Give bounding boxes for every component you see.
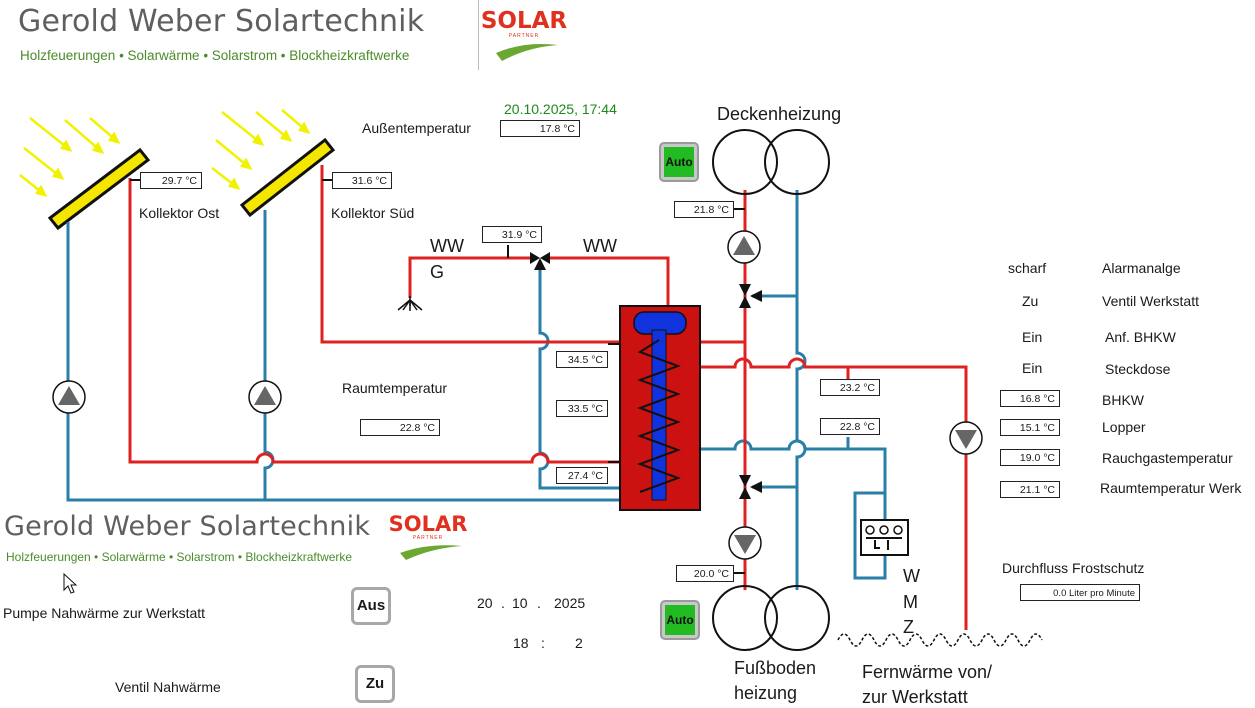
footer-logo-subtext: PARTNER xyxy=(412,535,444,541)
ww-mixing-valve xyxy=(530,252,550,270)
pump-floor-icon xyxy=(728,526,762,560)
valve-nahwaerme-button[interactable]: Zu xyxy=(355,665,395,703)
tank-mid-value: 33.5 °C xyxy=(556,400,608,417)
district-return-value: 22.8 °C xyxy=(820,418,880,435)
storage-tank xyxy=(619,305,701,511)
temp-lopper-label: Lopper xyxy=(1102,419,1146,435)
ceiling-heating-value: 21.8 °C xyxy=(674,201,734,218)
collector-south-label: Kollektor Süd xyxy=(331,205,415,221)
collector-east-value: 29.7 °C xyxy=(140,172,202,189)
temp-flue-label: Rauchgastemperatur xyxy=(1102,450,1233,466)
flow-value: 0.0 Liter pro Minute xyxy=(1020,584,1140,601)
outdoor-value: 17.8 °C xyxy=(500,120,580,137)
time-minute: 2 xyxy=(575,635,583,651)
ww-right-label: WW xyxy=(583,236,617,256)
floor-heating-label-1: Fußboden xyxy=(734,658,817,678)
room-temp-label: Raumtemperatur xyxy=(342,380,448,396)
date-month: 10 xyxy=(512,595,528,611)
status-name-alarm: Alarmanalge xyxy=(1102,260,1181,276)
footer-solar-partner-logo: SOLAR PARTNER xyxy=(382,514,474,566)
header-divider xyxy=(478,0,479,70)
ceiling-heating-exchanger xyxy=(712,129,830,195)
collector-south-value: 31.6 °C xyxy=(332,172,392,189)
floor-auto-label: Auto xyxy=(665,605,695,635)
shower-icon xyxy=(397,296,423,311)
district-label-1: Fernwärme von/ xyxy=(862,662,993,682)
ceiling-auto-button[interactable]: Auto xyxy=(659,142,699,182)
floor-heating-label-2: heizung xyxy=(734,683,798,703)
brand-subtitle: Holzfeuerungen • Solarwärme • Solarstrom… xyxy=(20,48,410,63)
time-sep: : xyxy=(541,635,545,651)
temp-bhkw-label: BHKW xyxy=(1102,392,1144,408)
date-sep-1: . xyxy=(501,595,505,611)
ceiling-auto-label: Auto xyxy=(664,147,694,177)
logo-subtext: PARTNER xyxy=(508,33,540,39)
pump-collector-east-icon xyxy=(52,380,86,414)
status-state-bhkw: Ein xyxy=(1022,329,1043,345)
pump-district-icon xyxy=(949,421,983,455)
ww-temp-value: 31.9 °C xyxy=(482,226,542,243)
temp-workshop-value: 21.1 °C xyxy=(1000,481,1060,498)
ww-left-sub: G xyxy=(430,262,445,282)
tank-bottom-value: 27.4 °C xyxy=(556,467,608,484)
floor-auto-button[interactable]: Auto xyxy=(660,600,700,640)
pump-ceiling-icon xyxy=(727,230,761,264)
valve-nahwaerme-label: Ventil Nahwärme xyxy=(115,679,221,695)
heat-meter-icon xyxy=(860,519,909,556)
collector-south xyxy=(239,137,336,218)
temp-lopper-value: 15.1 °C xyxy=(1000,419,1060,436)
ceiling-heating-label: Deckenheizung xyxy=(717,104,842,124)
footer-brand-subtitle: Holzfeuerungen • Solarwärme • Solarstrom… xyxy=(6,550,353,564)
ceiling-mixing-valve xyxy=(739,284,762,308)
collector-east-label: Kollektor Ost xyxy=(139,205,220,221)
footer-brand-title: Gerold Weber Solartechnik xyxy=(4,511,371,542)
datetime: 20.10.2025, 17:44 xyxy=(504,101,617,117)
logo-text: SOLAR xyxy=(480,8,568,34)
wmz-letter-m: M xyxy=(903,592,918,612)
ground-line xyxy=(837,633,1043,647)
brand-title: Gerold Weber Solartechnik xyxy=(18,4,425,39)
outdoor-label: Außentemperatur xyxy=(362,120,471,136)
pump-nahwaerme-label: Pumpe Nahwärme zur Werkstatt xyxy=(3,605,206,621)
flow-label: Durchfluss Frostschutz xyxy=(1002,560,1145,576)
wmz-letter-w: W xyxy=(903,566,920,586)
status-name-bhkw: Anf. BHKW xyxy=(1105,329,1176,345)
floor-heating-exchanger xyxy=(712,585,830,651)
solar-partner-logo: SOLAR PARTNER xyxy=(478,10,570,68)
footer-logo-swoosh-icon xyxy=(400,545,462,560)
footer-logo-text: SOLAR xyxy=(388,512,468,536)
floor-mixing-valve xyxy=(739,475,762,499)
floor-heating-value: 20.0 °C xyxy=(676,565,734,582)
ww-left-label: WW xyxy=(430,236,464,256)
status-name-valve: Ventil Werkstatt xyxy=(1102,293,1200,309)
collector-east xyxy=(47,147,151,231)
time-hour: 18 xyxy=(513,635,529,651)
temp-bhkw-value: 16.8 °C xyxy=(1000,390,1060,407)
tank-top-value: 34.5 °C xyxy=(556,351,608,368)
logo-swoosh-icon xyxy=(496,44,558,61)
sun-rays-east xyxy=(19,117,121,197)
district-flow-value: 23.2 °C xyxy=(820,379,880,396)
date-sep-2: . xyxy=(537,595,541,611)
status-name-socket: Steckdose xyxy=(1105,361,1171,377)
temp-flue-value: 19.0 °C xyxy=(1000,449,1060,466)
room-temp-value: 22.8 °C xyxy=(360,419,440,436)
pump-nahwaerme-button[interactable]: Aus xyxy=(351,587,391,625)
sun-rays-south xyxy=(211,109,311,190)
status-state-socket: Ein xyxy=(1022,360,1043,376)
date-day: 20 xyxy=(477,595,493,611)
mouse-cursor-icon xyxy=(63,572,78,594)
date-year: 2025 xyxy=(554,595,586,611)
district-label-2: zur Werkstatt xyxy=(862,687,968,707)
status-state-valve: Zu xyxy=(1022,293,1039,309)
temp-workshop-label: Raumtemperatur Werk xyxy=(1100,480,1242,496)
pump-collector-south-icon xyxy=(248,380,282,414)
status-state-alarm: scharf xyxy=(1008,260,1047,276)
wmz-letter-z: Z xyxy=(903,617,914,637)
